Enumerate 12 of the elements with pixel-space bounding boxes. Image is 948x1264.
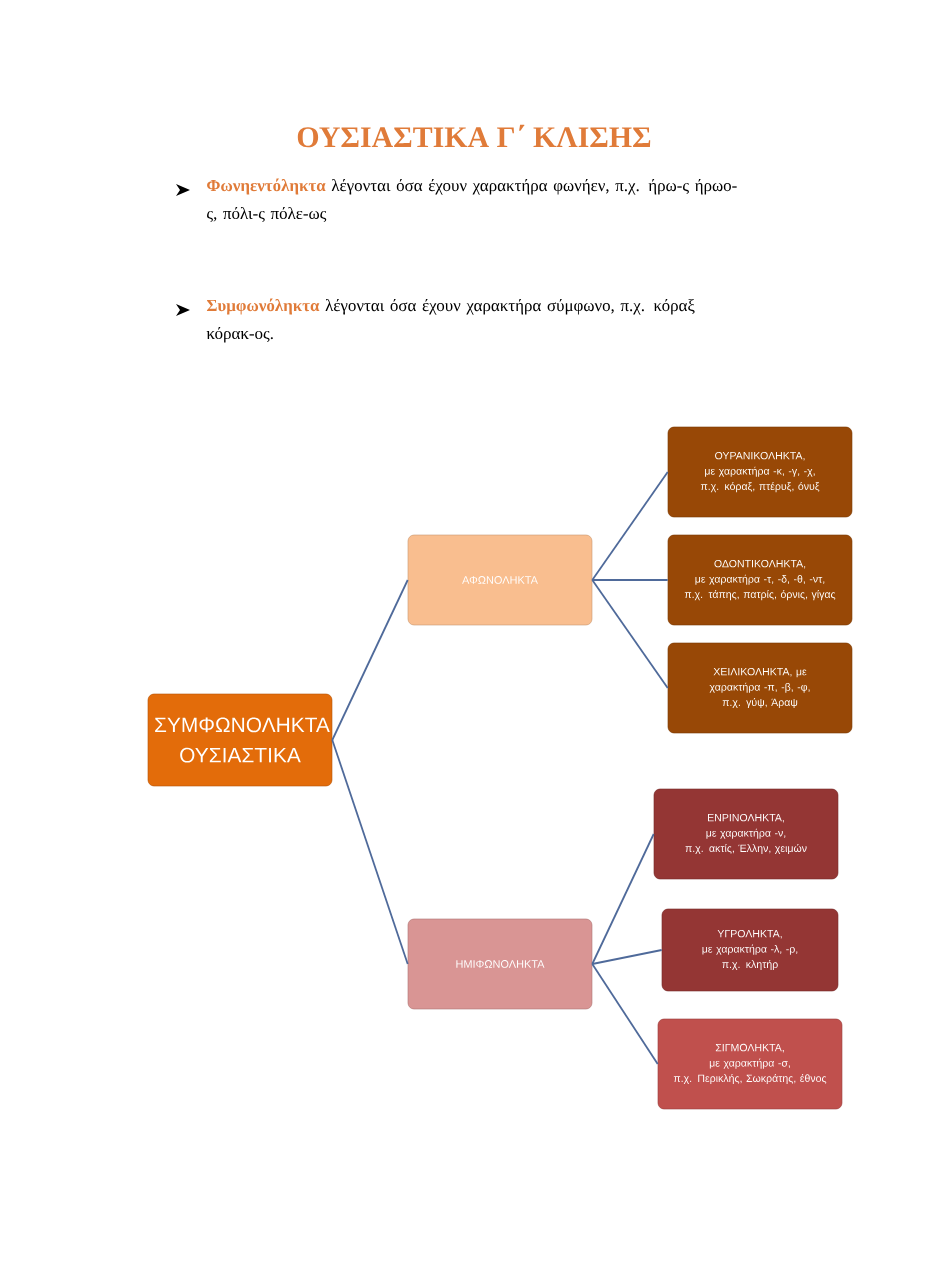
connector-line (331, 579, 409, 741)
connector-line (331, 739, 409, 965)
bullet-text: Συμφωνόληκτα λέγονται όσα έχουν χαρακτήρα σύμφωνο, π.χ. κόραξ κόρακ-ος. (206, 298, 695, 343)
connector-line (591, 949, 663, 965)
connector-line (591, 579, 669, 581)
connector-line (591, 833, 655, 965)
connector-line (591, 579, 669, 689)
title: ΟΥΣΙΑΣΤΙΚΑ Γ΄ ΚΛΙΣΗΣ (297, 124, 651, 148)
bullet-text: Φωνηεντόληκτα λέγονται όσα έχουν χαρακτήρα φωνήεν, π.χ. ήρω-ς ήρωο-ς, πόλι-ς πόλε-ως (207, 178, 737, 222)
connector-line (591, 963, 659, 1065)
connector-line (591, 471, 669, 581)
concept-box: ΣΥΜΦΩΝΟΛΗΚΤΑ ΟΥΣΙΑΣΤΙΚΑ (147, 693, 333, 787)
